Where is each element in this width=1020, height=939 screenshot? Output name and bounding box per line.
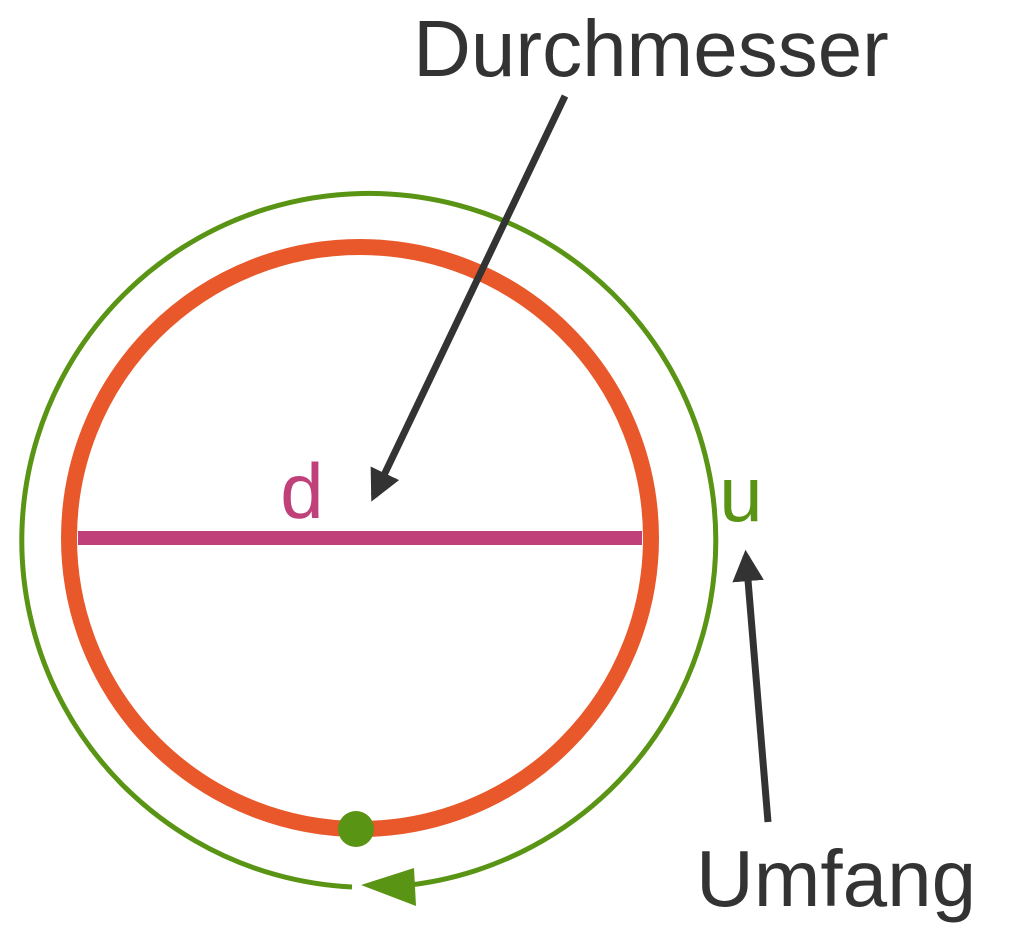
umfang-arrow	[732, 549, 772, 823]
d-label: d	[280, 447, 323, 535]
start-point	[338, 811, 374, 847]
circumference-arc	[19, 190, 719, 890]
u-label: u	[719, 450, 762, 538]
circumference-arrowhead	[361, 868, 416, 906]
durchmesser-label: Durchmesser	[413, 4, 889, 93]
umfang-label: Umfang	[696, 834, 976, 923]
durchmesser-arrow	[370, 94, 569, 502]
